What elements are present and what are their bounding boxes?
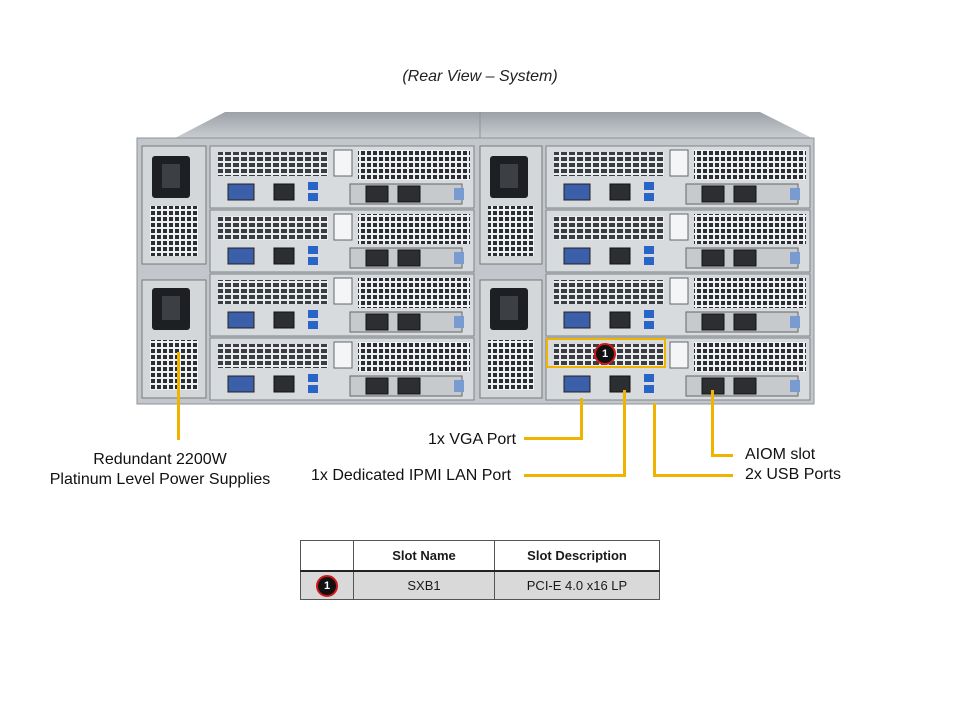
psu-leader-line — [177, 352, 180, 440]
slot-table-header: Slot Name Slot Description — [300, 540, 660, 572]
row-slot-marker: 1 — [316, 574, 338, 597]
psu-label: Redundant 2200W Platinum Level Power Sup… — [40, 451, 280, 489]
usb-leader-vertical — [653, 403, 656, 477]
node-sleds — [209, 145, 811, 401]
node-sled-1 — [209, 145, 475, 209]
ipmi-port-label: 1x Dedicated IPMI LAN Port — [311, 467, 512, 484]
node-sled-6 — [545, 209, 811, 273]
server-rear-view-image — [136, 112, 815, 405]
row-slot-name: SXB1 — [353, 570, 495, 600]
header-marker — [300, 540, 354, 572]
vga-leader-horizontal — [524, 437, 583, 440]
usb-ports-label: 2x USB Ports — [745, 466, 842, 483]
table-row: 1 SXB1 PCI-E 4.0 x16 LP — [300, 570, 660, 600]
node-sled-7 — [545, 273, 811, 337]
ipmi-leader-horizontal — [524, 474, 626, 477]
node-sled-3 — [209, 273, 475, 337]
psu-label-line2: Platinum Level Power Supplies — [49, 471, 271, 488]
psu-label-line1: Redundant 2200W — [93, 451, 227, 468]
slot-table: Slot Name Slot Description 1 SXB1 PCI-E … — [300, 540, 660, 600]
vga-port-label: 1x VGA Port — [428, 431, 517, 448]
aiom-leader-vertical — [711, 390, 714, 457]
node-sled-8 — [545, 337, 811, 401]
header-slot-description: Slot Description — [494, 540, 660, 572]
vga-leader-vertical — [580, 398, 583, 440]
row-slot-description: PCI-E 4.0 x16 LP — [494, 570, 660, 600]
aiom-leader-horizontal — [711, 454, 733, 457]
node-sled-5 — [545, 145, 811, 209]
power-supply-bays — [141, 145, 543, 399]
chassis-top — [175, 112, 812, 138]
node-sled-4 — [209, 337, 475, 401]
row-marker-cell: 1 — [300, 570, 354, 600]
diagram-caption: (Rear View – System) — [402, 68, 558, 85]
sxb1-slot-highlight — [546, 338, 666, 368]
slot-1-marker: 1 — [594, 343, 616, 365]
aiom-slot-label: AIOM slot — [745, 446, 816, 463]
header-slot-name: Slot Name — [353, 540, 495, 572]
ipmi-leader-vertical — [623, 390, 626, 477]
node-sled-2 — [209, 209, 475, 273]
usb-leader-horizontal — [653, 474, 733, 477]
